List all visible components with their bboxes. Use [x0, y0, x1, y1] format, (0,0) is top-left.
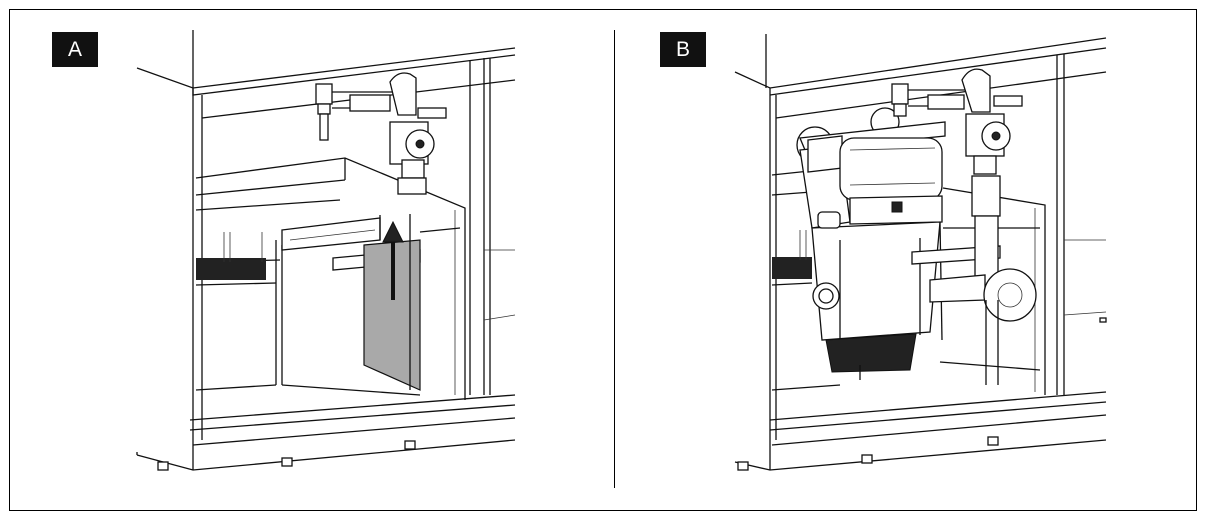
panel-a-label: A — [52, 32, 98, 67]
cabinet-b — [734, 34, 1107, 471]
flexible-hose — [929, 175, 1037, 385]
panel-divider — [614, 30, 615, 488]
sump-tank-a — [195, 157, 466, 400]
plumbing-b — [891, 68, 1023, 175]
plumbing-a — [315, 72, 447, 195]
panel-b-label: B — [660, 32, 706, 67]
panel-a-illustration — [136, 30, 516, 471]
up-arrow-icon — [382, 220, 404, 300]
filter-roller-unit — [796, 107, 946, 380]
